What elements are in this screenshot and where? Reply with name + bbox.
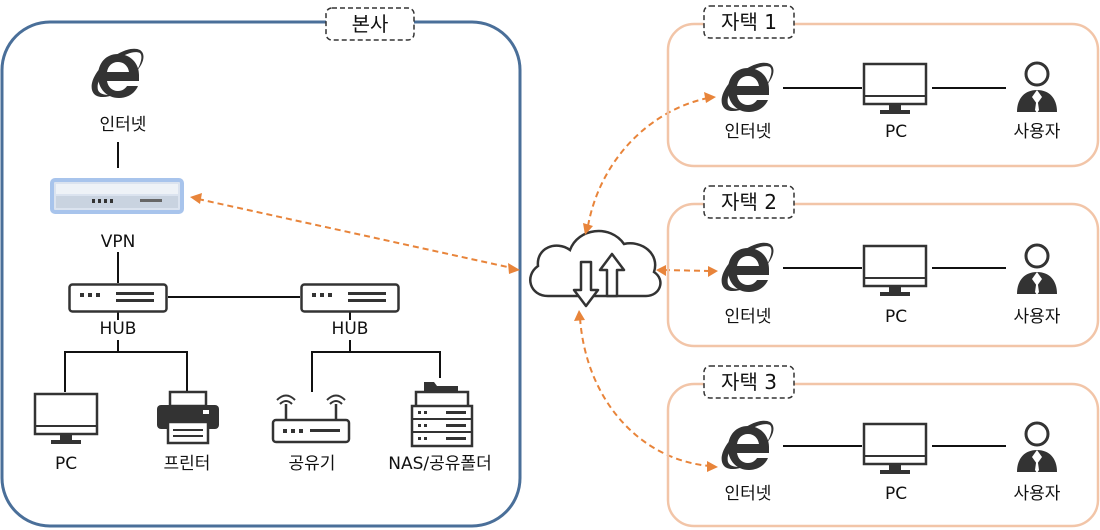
- branch-3-internet-label: 인터넷: [725, 484, 772, 504]
- router-icon: [271, 394, 351, 444]
- monitor-icon: [862, 422, 928, 476]
- hq-container: 본사: [0, 7, 522, 528]
- hub-icon: [68, 283, 168, 313]
- user-icon: [1015, 61, 1059, 114]
- branch-title-box: [703, 365, 795, 399]
- vpn-links: [197, 97, 711, 467]
- branch-3-title: 자택 3: [721, 370, 777, 394]
- branch-2-pc-label: PC: [885, 307, 907, 327]
- vpn-label: VPN: [101, 232, 136, 252]
- user-icon: [1015, 243, 1059, 296]
- hq-internet-label: 인터넷: [100, 115, 147, 135]
- internet-explorer-icon: [721, 62, 774, 112]
- monitor-icon: [33, 392, 99, 446]
- hub-icon: [300, 283, 400, 313]
- hq-pc-label: PC: [55, 454, 77, 474]
- branch-1: 자택 1 인터넷 PC 사용자: [666, 5, 1100, 168]
- branch-2-internet-label: 인터넷: [725, 307, 772, 327]
- internet-explorer-icon: [721, 242, 774, 292]
- branch-border: [666, 202, 1100, 348]
- hub2-label: HUB: [332, 319, 369, 339]
- cloud-sync-icon: [529, 229, 662, 308]
- internet-explorer-icon: [91, 48, 144, 98]
- hq-border: [0, 20, 522, 528]
- hq-title: 본사: [352, 12, 389, 36]
- branch-2-title: 자택 2: [721, 190, 777, 214]
- nas-label: NAS/공유폴더: [388, 454, 491, 474]
- printer-label: 프린터: [164, 454, 211, 474]
- nas-icon: [410, 382, 474, 448]
- branch-border: [666, 382, 1100, 528]
- vpn-server-icon: [50, 178, 184, 214]
- branch-1-pc-label: PC: [885, 122, 907, 142]
- branch-3: 자택 3 인터넷 PC 사용자: [666, 365, 1100, 528]
- branch-2-user-label: 사용자: [1014, 307, 1061, 327]
- hub1-label: HUB: [100, 319, 137, 339]
- hq-links: [64, 142, 441, 392]
- branch-title-box: [703, 185, 795, 219]
- branch-1-user-label: 사용자: [1014, 122, 1061, 142]
- monitor-icon: [862, 62, 928, 116]
- printer-icon: [157, 390, 219, 445]
- branch-1-internet-label: 인터넷: [725, 122, 772, 142]
- branch-3-user-label: 사용자: [1014, 484, 1061, 504]
- hq-title-box: [325, 7, 415, 41]
- internet-explorer-icon: [721, 420, 774, 470]
- user-icon: [1015, 421, 1059, 474]
- branch-3-pc-label: PC: [885, 484, 907, 504]
- vpn-link-arrowheads: [190, 92, 718, 472]
- monitor-icon: [862, 244, 928, 298]
- branch-title-box: [703, 5, 795, 39]
- branch-border: [666, 22, 1100, 168]
- router-label: 공유기: [289, 454, 336, 474]
- branch-2: 자택 2 인터넷 PC 사용자: [666, 185, 1100, 348]
- branch-1-title: 자택 1: [721, 10, 777, 34]
